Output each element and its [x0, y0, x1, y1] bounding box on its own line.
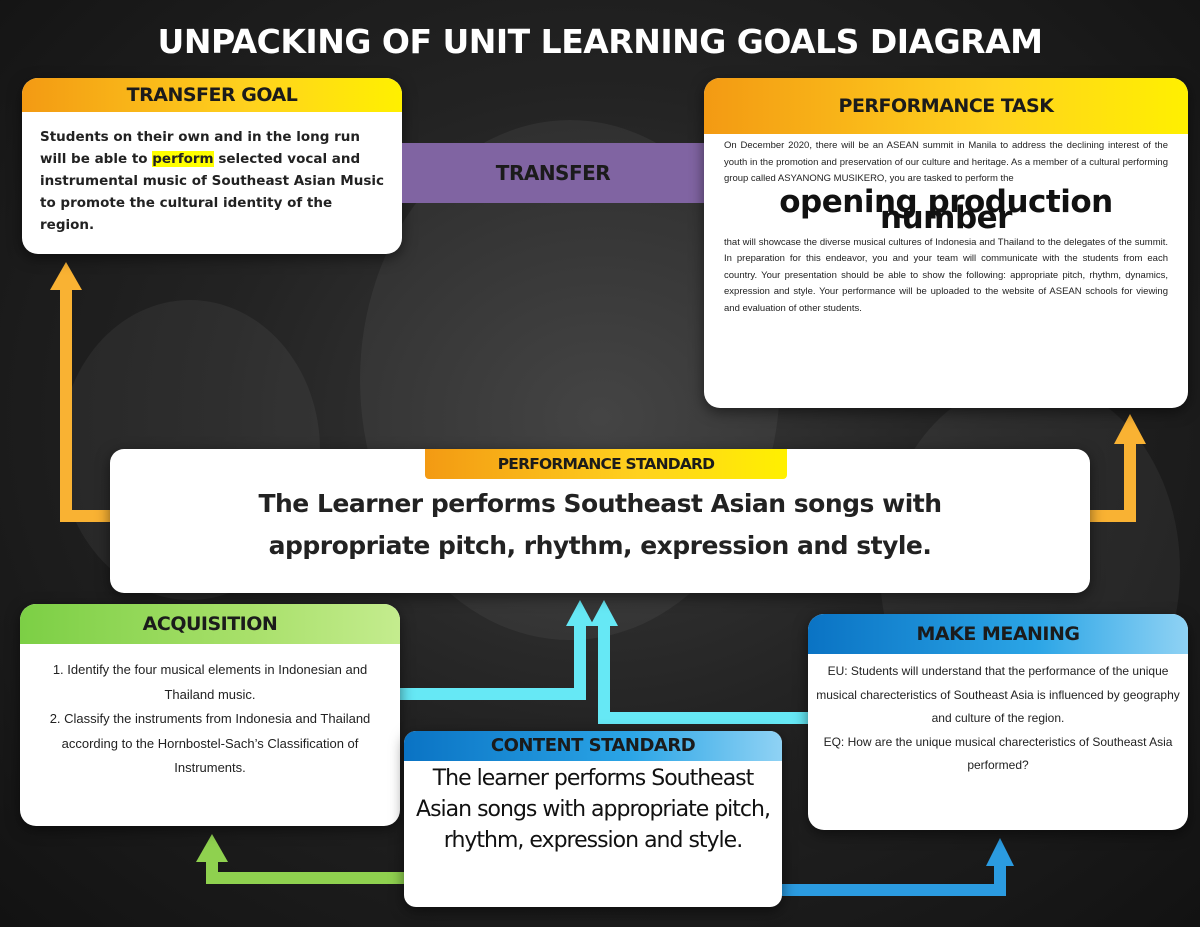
arrow-head-meaning-ps [590, 600, 618, 626]
content-standard-text: The learner performs Southeast Asian son… [416, 766, 771, 853]
performance-task-emphasis: opening production number [779, 183, 1113, 236]
performance-task-body: On December 2020, there will be an ASEAN… [704, 134, 1188, 323]
arrow-content-to-meaning [782, 862, 1006, 896]
essential-question: EQ: How are the unique musical charecter… [823, 734, 1173, 773]
acquisition-card: ACQUISITION 1. Identify the four musical… [20, 604, 400, 826]
transfer-goal-header: TRANSFER GOAL [22, 78, 402, 112]
arrow-to-transfer-goal [60, 285, 110, 522]
arrow-head-performance-task [1114, 414, 1146, 444]
performance-task-details: that will showcase the diverse musical c… [724, 236, 1168, 314]
make-meaning-card: MAKE MEANING EU: Students will understan… [808, 614, 1188, 830]
arrow-meaning-to-ps [598, 622, 808, 724]
arrow-content-to-acquisition [206, 858, 404, 884]
performance-standard-header: PERFORMANCE STANDARD [425, 449, 787, 479]
content-standard-card: CONTENT STANDARD The learner performs So… [404, 731, 782, 907]
performance-standard-line: The Learner performs Southeast Asian son… [258, 489, 942, 518]
arrow-head-content-meaning [986, 838, 1014, 866]
transfer-goal-card: TRANSFER GOAL Students on their own and … [22, 78, 402, 254]
performance-standard-text: The Learner performs Southeast Asian son… [110, 483, 1090, 567]
content-standard-header: CONTENT STANDARD [404, 731, 782, 761]
transfer-goal-text-after: selected vocal and instrumental music of… [40, 151, 384, 233]
arrow-head-transfer-goal [50, 262, 82, 290]
performance-task-header: PERFORMANCE TASK [704, 78, 1188, 134]
performance-standard-card: PERFORMANCE STANDARD The Learner perform… [110, 449, 1090, 593]
make-meaning-body: EU: Students will understand that the pe… [808, 654, 1188, 784]
performance-task-card: PERFORMANCE TASK On December 2020, there… [704, 78, 1188, 408]
arrow-head-acquisition-ps [566, 600, 594, 626]
acquisition-item: 1. Identify the four musical elements in… [52, 662, 368, 702]
enduring-understanding: EU: Students will understand that the pe… [816, 664, 1180, 725]
page-title: UNPACKING OF UNIT LEARNING GOALS DIAGRAM [157, 22, 1043, 61]
make-meaning-header: MAKE MEANING [808, 614, 1188, 654]
acquisition-header: ACQUISITION [20, 604, 400, 644]
performance-standard-line: appropriate pitch, rhythm, expression an… [268, 531, 932, 560]
transfer-goal-text: Students on their own and in the long ru… [22, 112, 402, 250]
acquisition-item: 2. Classify the instruments from Indones… [49, 711, 371, 775]
arrow-head-content-acquisition [196, 834, 228, 862]
performance-task-intro: On December 2020, there will be an ASEAN… [724, 140, 1168, 184]
arrow-to-performance-task [1090, 440, 1136, 522]
transfer-connector-label: TRANSFER [402, 143, 704, 203]
arrow-acquisition-to-ps [400, 622, 586, 700]
acquisition-body: 1. Identify the four musical elements in… [20, 644, 400, 795]
transfer-goal-text-before: Students on their own and in the long ru… [40, 129, 360, 167]
highlighted-word: perform [152, 151, 214, 167]
